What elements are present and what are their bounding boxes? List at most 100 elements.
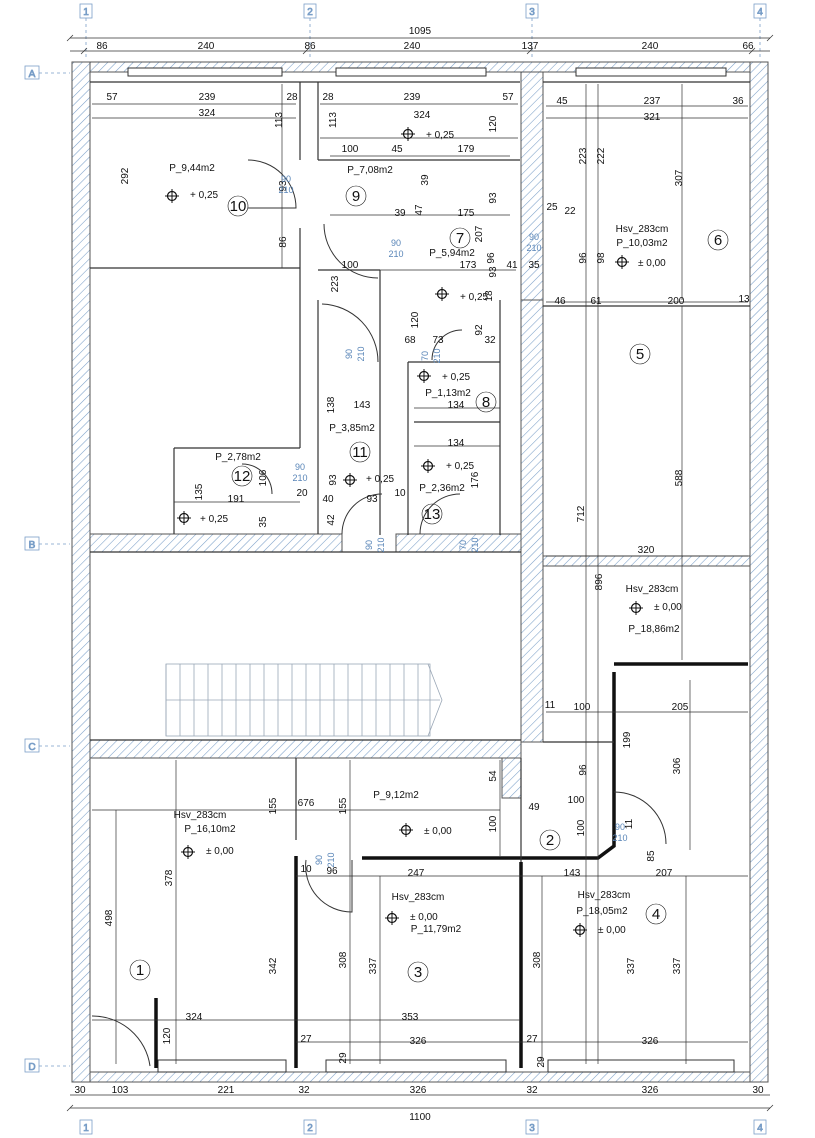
exterior-walls xyxy=(71,61,769,1083)
interior-dimension: 39 xyxy=(394,208,406,219)
interior-dimension: 13 xyxy=(738,294,750,305)
interior-dimension: 207 xyxy=(474,225,485,242)
grid-column-label: 4 xyxy=(757,1123,763,1134)
interior-dimension: 321 xyxy=(644,112,661,123)
bold-walls xyxy=(154,662,748,1068)
door-width: 90 xyxy=(364,540,374,550)
interior-dimension: 324 xyxy=(199,108,216,119)
interior-dimension: 29 xyxy=(338,1052,349,1064)
interior-dimension: 57 xyxy=(106,92,118,103)
door-height: 210 xyxy=(376,537,386,552)
interior-dimension: 100 xyxy=(568,795,585,806)
interior-dimension: 239 xyxy=(404,92,421,103)
windows xyxy=(127,67,735,1073)
interior-dimension: 47 xyxy=(414,204,425,216)
door-height: 210 xyxy=(612,833,627,843)
door-width: 90 xyxy=(344,349,354,359)
bottom-dimension: 326 xyxy=(642,1085,659,1096)
room-number: 5 xyxy=(636,346,644,363)
interior-dimension: 93 xyxy=(488,192,499,204)
top-dimension: 86 xyxy=(304,41,316,52)
room-level-label: ± 0,00 xyxy=(598,925,626,936)
room-area-label: P_3,85m2 xyxy=(329,423,375,434)
interior-dimension: 92 xyxy=(474,324,485,336)
room-level-label: ± 0,00 xyxy=(638,258,666,269)
interior-dimension: 36 xyxy=(732,96,744,107)
interior-dimension: 46 xyxy=(554,296,566,307)
grid-column-label: 1 xyxy=(83,1123,89,1134)
interior-dimension: 93 xyxy=(328,474,339,486)
interior-dimension: 96 xyxy=(578,252,589,264)
grid-column-label: 3 xyxy=(529,7,535,18)
top-dimension: 137 xyxy=(522,41,539,52)
interior-dimension: 120 xyxy=(162,1027,173,1044)
interior-dimension: 93 xyxy=(278,180,289,192)
interior-walls xyxy=(90,81,750,741)
interior-dimension: 712 xyxy=(576,505,587,522)
interior-dimension: 106 xyxy=(258,469,269,486)
door-width: 70 xyxy=(458,540,468,550)
interior-dimension: 100 xyxy=(342,260,359,271)
room-level-label: ± 0,00 xyxy=(206,846,234,857)
room-height-label: Hsv_283cm xyxy=(392,892,445,903)
door-height: 210 xyxy=(278,185,293,195)
room-number: 1 xyxy=(136,962,144,979)
interior-dimension: 98 xyxy=(596,252,607,264)
door-height: 210 xyxy=(526,243,541,253)
interior-dimension: 68 xyxy=(404,335,416,346)
interior-dimension: 28 xyxy=(322,92,334,103)
interior-dimension: 176 xyxy=(470,471,481,488)
interior-dimension: 353 xyxy=(402,1012,419,1023)
interior-dimension: 342 xyxy=(268,957,279,974)
interior-dimension: 200 xyxy=(668,296,685,307)
door-width: 70 xyxy=(420,351,430,361)
interior-dimension: 11 xyxy=(624,818,635,829)
interior-dimension: 27 xyxy=(526,1034,538,1045)
room-level-label: ± 0,00 xyxy=(424,826,452,837)
room-number-circle xyxy=(407,961,429,983)
interior-dimension: 27 xyxy=(300,1034,312,1045)
interior-dimension: 96 xyxy=(578,764,589,776)
bottom-dimension: 326 xyxy=(410,1085,427,1096)
grid-column-label: 2 xyxy=(307,7,313,18)
interior-dimension: 100 xyxy=(342,144,359,155)
room-area-label: P_1,13m2 xyxy=(425,388,471,399)
bottom-dimension: 30 xyxy=(74,1085,86,1096)
room-number-circle xyxy=(707,229,729,251)
top-dimension: 240 xyxy=(198,41,215,52)
interior-dimension: 247 xyxy=(408,868,425,879)
room-level-label: + 0,25 xyxy=(460,292,489,303)
room-number: 13 xyxy=(424,506,441,523)
interior-dimension: 28 xyxy=(286,92,298,103)
interior-dimension: 175 xyxy=(458,208,475,219)
overall-width-top: 1095 xyxy=(409,26,432,37)
door-height: 210 xyxy=(356,346,366,361)
interior-dimension: 223 xyxy=(330,275,341,292)
room-height-label: Hsv_283cm xyxy=(578,890,631,901)
interior-dimension: 179 xyxy=(458,144,475,155)
interior-dimension: 100 xyxy=(488,815,499,832)
interior-dimension: 378 xyxy=(164,869,175,886)
interior-dimension: 45 xyxy=(391,144,403,155)
interior-dimension: 22 xyxy=(564,206,576,217)
room-number-circle xyxy=(345,185,367,207)
interior-dimension: 320 xyxy=(638,545,655,556)
door-width: 90 xyxy=(314,855,324,865)
room-height-label: Hsv_283cm xyxy=(626,584,679,595)
grid-row-label: D xyxy=(28,1062,35,1073)
interior-dimension: 100 xyxy=(576,819,587,836)
room-number: 8 xyxy=(482,394,490,411)
interior-dimension: 134 xyxy=(448,400,465,411)
interior-dimension: 113 xyxy=(274,112,285,128)
interior-dimension: 308 xyxy=(532,951,543,968)
interior-dimension: 93 xyxy=(366,494,378,505)
interior-dimension: 134 xyxy=(448,438,465,449)
room-number-circle xyxy=(129,959,151,981)
door-width: 90 xyxy=(281,174,291,184)
grid-row-label: A xyxy=(29,69,36,80)
